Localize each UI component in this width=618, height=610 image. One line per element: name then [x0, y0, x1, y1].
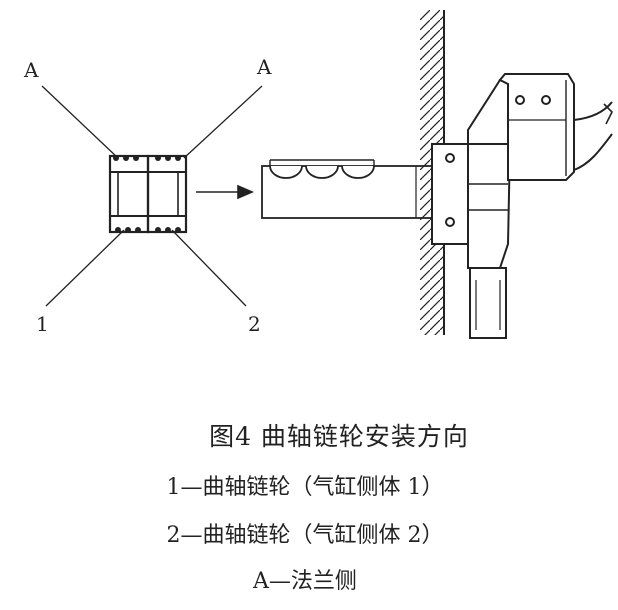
sprocket-2	[146, 154, 188, 234]
key-slot-1	[269, 165, 303, 179]
label-a-left: A	[24, 58, 39, 82]
connecting-rod-stub	[573, 101, 613, 171]
crank-web	[467, 79, 511, 339]
sprocket-teeth-top	[113, 155, 181, 161]
block-hole-1	[515, 95, 525, 105]
key-slot-2	[305, 165, 339, 179]
legend-line-2: 2—曲轴链轮（气缸侧体 2）	[166, 523, 444, 548]
block-hole-2	[541, 95, 551, 105]
leader-line-2	[171, 229, 247, 307]
flange-hole-upper	[445, 153, 455, 163]
sprocket-1	[108, 154, 150, 234]
key-slot-3	[341, 165, 375, 179]
leader-lines	[41, 85, 263, 307]
crankshaft-sprocket-pair	[108, 154, 188, 234]
installation-diagram	[41, 10, 613, 339]
crankshaft-nose	[261, 159, 433, 219]
crankshaft-flange	[431, 143, 469, 245]
leader-line-a-right	[183, 85, 263, 159]
direction-arrow	[196, 184, 255, 200]
label-a-right: A	[257, 55, 272, 79]
legend-line-1: 1—曲轴链轮（气缸侧体 1）	[166, 475, 444, 500]
crankpin-block	[498, 73, 575, 181]
label-2: 2	[248, 312, 261, 336]
flange-hole-lower	[445, 217, 455, 227]
legend-line-a: A—法兰侧	[253, 569, 357, 594]
figure-title: 图4 曲轴链轮安装方向	[209, 422, 469, 451]
sprocket-teeth-bottom	[115, 227, 181, 233]
leader-line-a-left	[41, 85, 119, 159]
label-1: 1	[36, 312, 49, 336]
leader-line-1	[45, 229, 125, 307]
